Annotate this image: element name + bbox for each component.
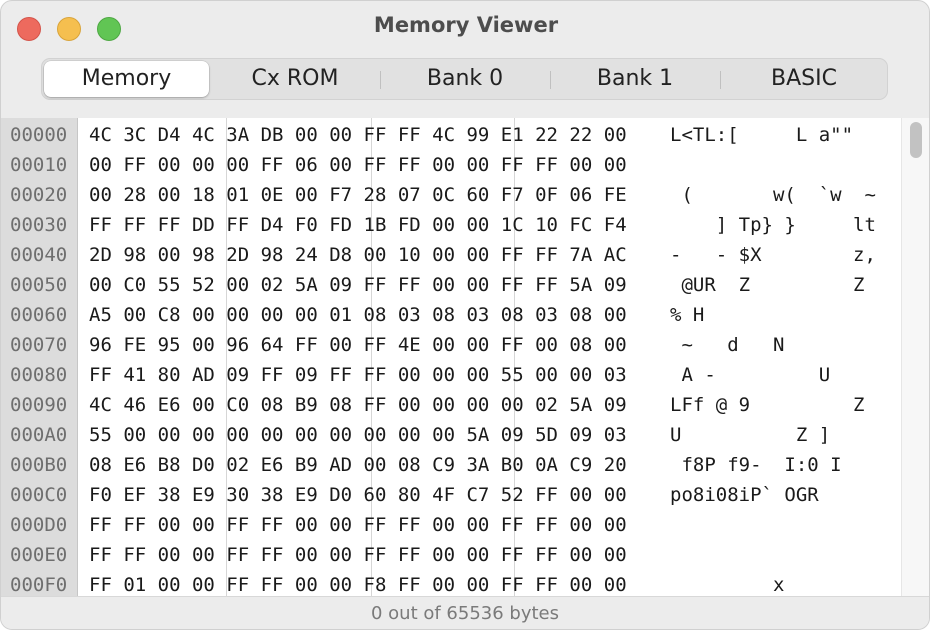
- row-bytes[interactable]: 2D 98 00 98 2D 98 24 D8 00 10 00 00 FF F…: [89, 244, 627, 266]
- row-ascii[interactable]: U Z ]: [670, 424, 831, 446]
- row-bytes[interactable]: 00 FF 00 00 00 FF 06 00 FF FF 00 00 FF F…: [89, 154, 627, 176]
- row-address: 00030: [10, 214, 68, 236]
- hex-dump-view[interactable]: 00000 4C 3C D4 4C 3A DB 00 00 FF FF 4C 99…: [1, 118, 929, 596]
- hex-row[interactable]: 000B0 08 E6 B8 D0 02 E6 B9 AD 00 08 C9 3A…: [1, 450, 901, 480]
- tab-cx-rom[interactable]: Cx ROM: [251, 66, 339, 91]
- row-address: 00010: [10, 154, 68, 176]
- column-divider: [371, 118, 372, 596]
- hex-row[interactable]: 000C0 F0 EF 38 E9 30 38 E9 D0 60 80 4F C7…: [1, 480, 901, 510]
- row-ascii[interactable]: ~ d N: [670, 334, 785, 356]
- row-address: 00060: [10, 304, 68, 326]
- tab-bank-0[interactable]: Bank 0: [426, 66, 504, 91]
- row-address: 000D0: [10, 514, 68, 536]
- row-ascii[interactable]: LFf @ 9 Z: [670, 394, 865, 416]
- hex-row[interactable]: 00080 FF 41 80 AD 09 FF 09 FF FF 00 00 00…: [1, 360, 901, 390]
- row-address: 000A0: [10, 424, 68, 446]
- row-bytes[interactable]: 08 E6 B8 D0 02 E6 B9 AD 00 08 C9 3A B0 0…: [89, 454, 627, 476]
- tab-separator: [720, 71, 721, 89]
- row-ascii[interactable]: ( w( `w ~: [670, 184, 876, 206]
- row-address: 000C0: [10, 484, 68, 506]
- row-bytes[interactable]: 00 C0 55 52 00 02 5A 09 FF FF 00 00 FF F…: [89, 274, 627, 296]
- row-ascii[interactable]: A - U: [670, 364, 831, 386]
- row-address: 00080: [10, 364, 68, 386]
- row-ascii[interactable]: L<TL:[ L a"": [670, 124, 854, 146]
- row-address: 000B0: [10, 454, 68, 476]
- hex-row[interactable]: 00000 4C 3C D4 4C 3A DB 00 00 FF FF 4C 99…: [1, 120, 901, 150]
- column-divider: [226, 118, 227, 596]
- row-bytes[interactable]: 55 00 00 00 00 00 00 00 00 00 00 5A 09 5…: [89, 424, 627, 446]
- hex-row[interactable]: 000D0 FF FF 00 00 FF FF 00 00 FF FF 00 00…: [1, 510, 901, 540]
- row-address: 00000: [10, 124, 68, 146]
- column-divider: [514, 118, 515, 596]
- row-bytes[interactable]: 4C 3C D4 4C 3A DB 00 00 FF FF 4C 99 E1 2…: [89, 124, 627, 146]
- row-bytes[interactable]: FF FF 00 00 FF FF 00 00 FF FF 00 00 FF F…: [89, 544, 627, 566]
- hex-row[interactable]: 00010 00 FF 00 00 00 FF 06 00 FF FF 00 00…: [1, 150, 901, 180]
- row-ascii[interactable]: - - $X z,: [670, 244, 876, 266]
- row-bytes[interactable]: 4C 46 E6 00 C0 08 B9 08 FF 00 00 00 00 0…: [89, 394, 627, 416]
- row-address: 00090: [10, 394, 68, 416]
- row-bytes[interactable]: FF FF FF DD FF D4 F0 FD 1B FD 00 00 1C 1…: [89, 214, 627, 236]
- row-bytes[interactable]: FF FF 00 00 FF FF 00 00 FF FF 00 00 FF F…: [89, 514, 627, 536]
- hex-row[interactable]: 00020 00 28 00 18 01 0E 00 F7 28 07 0C 60…: [1, 180, 901, 210]
- row-address: 00050: [10, 274, 68, 296]
- window-title: Memory Viewer: [373, 13, 559, 37]
- hex-row[interactable]: 000A0 55 00 00 00 00 00 00 00 00 00 00 5A…: [1, 420, 901, 450]
- minimize-button[interactable]: [57, 17, 81, 41]
- close-button[interactable]: [17, 17, 41, 41]
- zoom-button[interactable]: [97, 17, 121, 41]
- byte-count-label: 0 out of 65536 bytes: [370, 603, 559, 624]
- row-ascii[interactable]: x: [670, 574, 785, 596]
- view-segmented-control: Memory Cx ROM Bank 0 Bank 1 BASIC: [41, 58, 888, 100]
- row-ascii[interactable]: ] Tp} } lt: [670, 214, 876, 236]
- row-bytes[interactable]: F0 EF 38 E9 30 38 E9 D0 60 80 4F C7 52 F…: [89, 484, 627, 506]
- hex-row[interactable]: 000F0 FF 01 00 00 FF FF 00 00 F8 FF 00 00…: [1, 570, 901, 596]
- row-ascii[interactable]: % H: [670, 304, 705, 326]
- row-ascii[interactable]: f8P f9- I:0 I: [670, 454, 842, 476]
- vertical-scrollbar[interactable]: [901, 118, 929, 596]
- tab-separator: [380, 71, 381, 89]
- row-bytes[interactable]: 96 FE 95 00 96 64 FF 00 FF 4E 00 00 FF 0…: [89, 334, 627, 356]
- hex-row[interactable]: 00060 A5 00 C8 00 00 00 00 01 08 03 08 03…: [1, 300, 901, 330]
- row-address: 00020: [10, 184, 68, 206]
- title-bar[interactable]: Memory Viewer: [1, 1, 929, 53]
- row-address: 00070: [10, 334, 68, 356]
- row-address: 00040: [10, 244, 68, 266]
- row-bytes[interactable]: 00 28 00 18 01 0E 00 F7 28 07 0C 60 F7 0…: [89, 184, 627, 206]
- row-bytes[interactable]: FF 01 00 00 FF FF 00 00 F8 FF 00 00 FF F…: [89, 574, 627, 596]
- tab-memory[interactable]: Memory: [44, 61, 209, 97]
- tab-separator: [550, 71, 551, 89]
- hex-row[interactable]: 000E0 FF FF 00 00 FF FF 00 00 FF FF 00 00…: [1, 540, 901, 570]
- row-ascii[interactable]: po8i08iP` OGR: [670, 484, 819, 506]
- hex-row[interactable]: 00040 2D 98 00 98 2D 98 24 D8 00 10 00 00…: [1, 240, 901, 270]
- hex-row[interactable]: 00030 FF FF FF DD FF D4 F0 FD 1B FD 00 00…: [1, 210, 901, 240]
- address-gutter: [1, 118, 78, 596]
- row-bytes[interactable]: A5 00 C8 00 00 00 00 01 08 03 08 03 08 0…: [89, 304, 627, 326]
- tab-bank-1[interactable]: Bank 1: [596, 66, 674, 91]
- row-bytes[interactable]: FF 41 80 AD 09 FF 09 FF FF 00 00 00 55 0…: [89, 364, 627, 386]
- scrollbar-thumb[interactable]: [910, 122, 922, 158]
- tab-basic[interactable]: BASIC: [771, 66, 837, 91]
- hex-row[interactable]: 00070 96 FE 95 00 96 64 FF 00 FF 4E 00 00…: [1, 330, 901, 360]
- hex-row[interactable]: 00090 4C 46 E6 00 C0 08 B9 08 FF 00 00 00…: [1, 390, 901, 420]
- row-address: 000F0: [10, 574, 68, 596]
- status-bar: 0 out of 65536 bytes: [1, 596, 929, 629]
- row-address: 000E0: [10, 544, 68, 566]
- row-ascii[interactable]: @UR Z Z: [670, 274, 865, 296]
- hex-row[interactable]: 00050 00 C0 55 52 00 02 5A 09 FF FF 00 00…: [1, 270, 901, 300]
